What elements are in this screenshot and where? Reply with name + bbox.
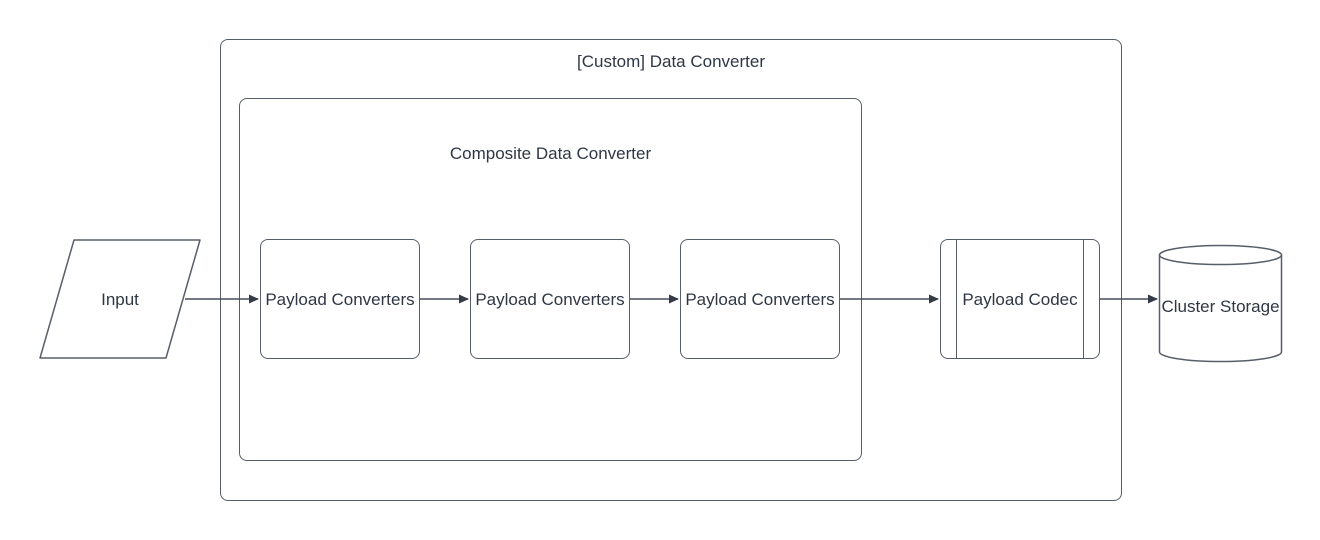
payload-converters-node-3: Payload Converters [680, 239, 840, 359]
composite-data-converter-title: Composite Data Converter [449, 144, 652, 163]
payload-codec-label: Payload Codec [962, 289, 1078, 309]
input-label: Input [101, 289, 139, 309]
composite-data-converter-container: Composite Data Converter [239, 98, 862, 461]
codec-left-bar [956, 240, 957, 358]
cluster-storage-label-area: Cluster Storage [1159, 250, 1282, 362]
cluster-storage-label: Cluster Storage [1161, 296, 1280, 316]
payload-converters-node-2: Payload Converters [470, 239, 630, 359]
payload-converters-label-2: Payload Converters [475, 289, 625, 309]
custom-data-converter-container: [Custom] Data Converter [220, 39, 1122, 501]
payload-converters-node-1: Payload Converters [260, 239, 420, 359]
input-node-label-area: Input [40, 240, 200, 358]
payload-codec-node: Payload Codec [940, 239, 1100, 359]
payload-converters-label-1: Payload Converters [265, 289, 415, 309]
custom-data-converter-title: [Custom] Data Converter [576, 52, 765, 71]
codec-right-bar [1083, 240, 1084, 358]
payload-converters-label-3: Payload Converters [685, 289, 835, 309]
